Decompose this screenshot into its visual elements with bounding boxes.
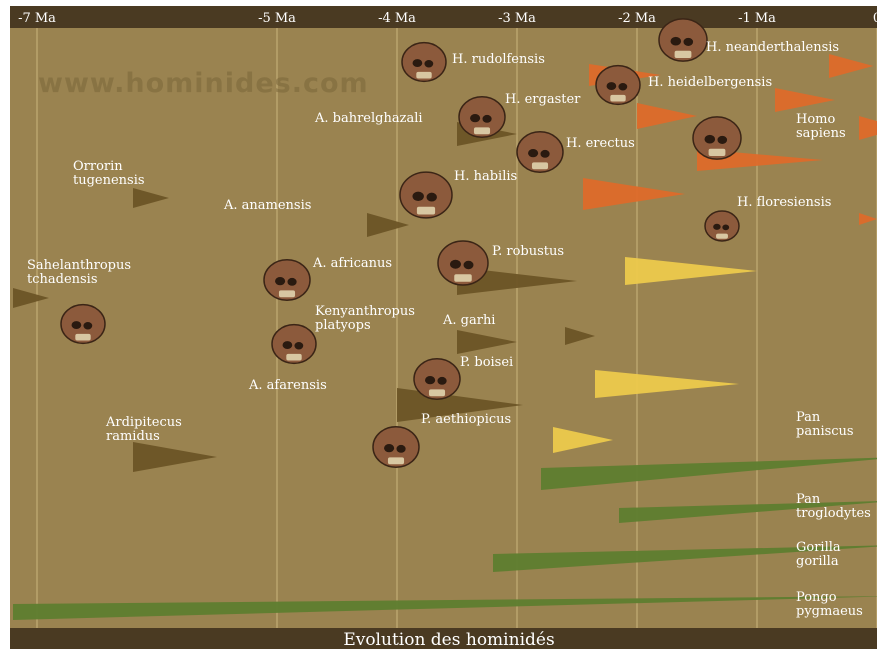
species-labels: H. rudolfensis H. neanderthalensis H. heid… [27, 40, 871, 619]
species-label: A. garhi [442, 313, 495, 328]
skull-icon [516, 131, 564, 173]
species-label: H. erectus [566, 136, 635, 151]
tick-label: -3 Ma [498, 11, 536, 26]
skull-icon [372, 426, 420, 468]
skull-icon [401, 41, 447, 83]
species-range-wedge [553, 427, 613, 453]
species-range-wedge [457, 267, 577, 295]
species-label: A. bahrelghazali [314, 111, 423, 126]
species-label: P. aethiopicus [421, 412, 511, 427]
species-label: A. africanus [312, 256, 392, 271]
species-range-wedge [625, 257, 757, 285]
species-range-wedge [583, 178, 685, 210]
species-range-wedge [637, 103, 697, 129]
watermark: www.hominides.com [38, 68, 369, 99]
species-range-wedge [367, 213, 409, 237]
species-range-wedge [493, 545, 877, 572]
species-label: H. neanderthalensis [706, 40, 839, 55]
tick-label: 0 [873, 11, 877, 26]
species-range-wedge [859, 213, 877, 225]
species-range-wedge [133, 188, 169, 208]
skull-icon [413, 358, 461, 400]
gridlines [36, 28, 877, 628]
species-range-wedge [13, 288, 49, 308]
tick-label: -4 Ma [378, 11, 416, 26]
tick-label: -1 Ma [738, 11, 776, 26]
skull-icon [658, 18, 708, 62]
species-label: H. heidelbergensis [648, 75, 772, 90]
species-range-wedge [619, 501, 877, 523]
skull-icon [60, 303, 106, 345]
skull-images [60, 18, 742, 468]
skull-icon [458, 96, 506, 138]
species-label: H. floresiensis [737, 195, 831, 210]
tick-label: -2 Ma [618, 11, 656, 26]
skull-icon [271, 323, 317, 365]
tick-label: -5 Ma [258, 11, 296, 26]
species-label: P. robustus [492, 244, 564, 259]
tick-label: -7 Ma [18, 11, 56, 26]
axis-band [10, 6, 877, 28]
species-label: A. anamensis [223, 198, 311, 213]
species-range-wedge [595, 370, 739, 398]
species-range-wedge [457, 330, 517, 354]
species-range-wedge [859, 116, 877, 140]
axis-tick-labels: -7 Ma -5 Ma -4 Ma -3 Ma -2 Ma -1 Ma 0 [18, 11, 877, 26]
caption-bar [10, 628, 877, 649]
species-label: A. afarensis [248, 378, 327, 393]
skull-icon [437, 240, 489, 286]
skull-icon [595, 64, 641, 106]
species-label: H. ergaster [505, 92, 581, 107]
plot-background [10, 6, 877, 628]
skull-icon [692, 116, 742, 160]
skull-icon [263, 259, 311, 301]
chart-caption: Evolution des hominidés [343, 630, 554, 649]
species-label: P. boisei [460, 355, 513, 370]
species-range-wedge [541, 457, 877, 490]
species-range-wedge [829, 54, 874, 78]
species-range-wedge [565, 327, 595, 345]
species-label: H. rudolfensis [452, 52, 545, 67]
skull-icon [399, 171, 453, 219]
species-range-wedge [13, 596, 877, 620]
species-label: H. habilis [454, 169, 517, 184]
skull-icon [704, 210, 740, 242]
species-range-wedge [775, 88, 835, 112]
species-range-wedge [133, 442, 217, 472]
